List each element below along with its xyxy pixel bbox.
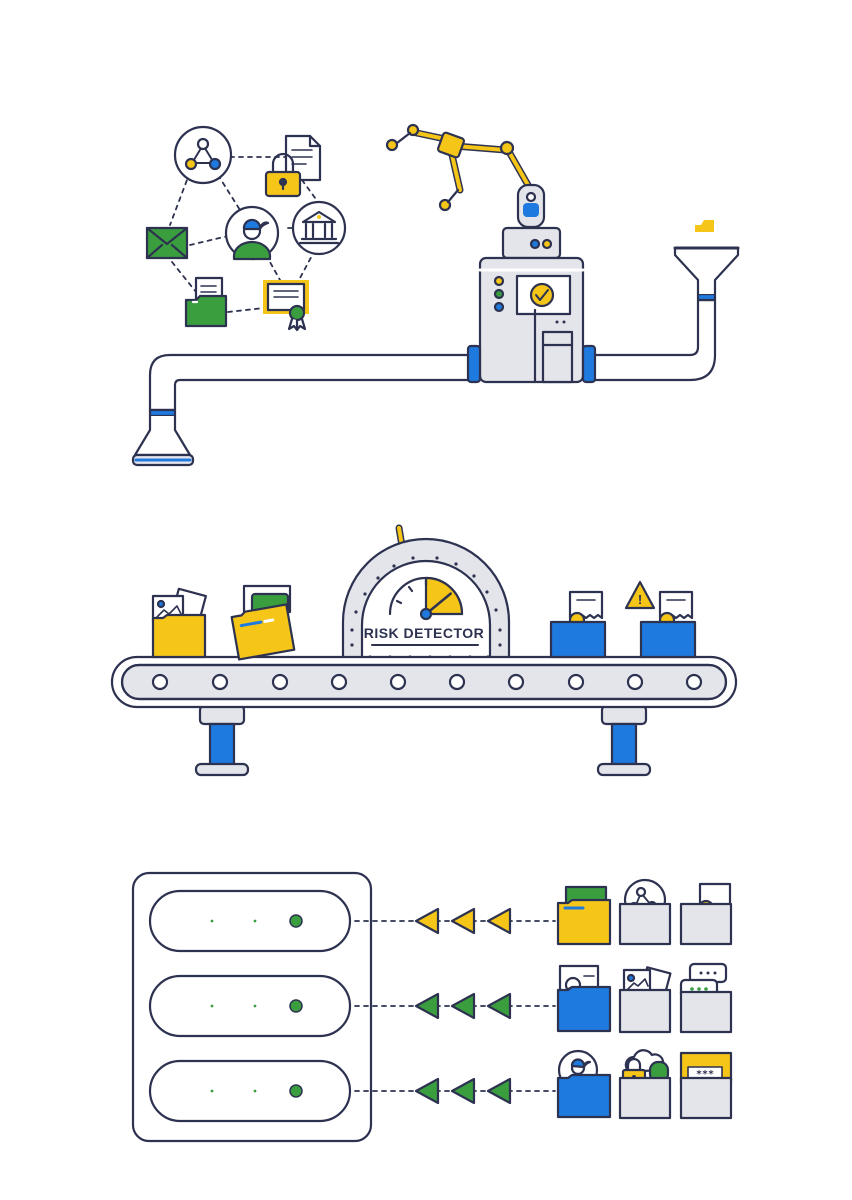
receipt-folder-icon [549,590,607,659]
bank-icon [291,200,347,256]
arrow-icon [486,992,512,1020]
arrow-icon [486,907,512,935]
password-mask: *** [696,1069,714,1080]
folder-icon [184,276,228,328]
image-folder-icon [618,966,672,1034]
certificate-icon [263,280,309,332]
arrow-icon [414,907,440,935]
incoming-folder-icon [695,220,714,232]
robot-arm [385,123,546,229]
risk-detector-scene: RISK DETECTOR [110,524,738,777]
check-icon [529,282,555,308]
share-folder-icon [618,878,672,946]
server-row-1 [148,878,733,953]
image-folder-icon [151,587,207,659]
envelope-icon [145,226,189,260]
arrow-icon [450,992,476,1020]
server-row-2 [148,962,733,1038]
arrow-icon [450,907,476,935]
arrow-icon [414,992,440,1020]
server-unit [148,1059,352,1123]
conveyor-belt [110,655,738,709]
server-row-3: *** [148,1049,733,1123]
padlock-icon [264,152,302,198]
conveyor-legs [194,704,652,777]
arrow-icon [450,1077,476,1105]
document-icon [284,134,322,182]
risk-detector-label: RISK DETECTOR [364,625,485,641]
server-storage-scene: *** [131,871,733,1143]
warning-receipt-folder-icon: ! [624,580,697,659]
server-unit [148,974,352,1038]
share-network-icon [173,125,233,185]
receipt-folder-icon [679,882,733,946]
cloud-lock-folder-icon [618,1049,672,1120]
card-folder-icon [556,885,612,946]
status-light [289,999,303,1013]
scanner-machine [466,226,597,384]
user-folder-icon [556,1049,612,1119]
password-folder-icon: *** [679,1051,733,1120]
status-light [289,914,303,928]
status-light [289,1084,303,1098]
card-folder-icon [230,584,296,661]
risk-detector: RISK DETECTOR [341,537,511,665]
arrow-icon [414,1077,440,1105]
intake-pipe [131,353,472,467]
belt-rollers [151,673,703,691]
warning-icon: ! [638,592,642,607]
server-unit [148,889,352,953]
user-avatar-icon [224,205,280,261]
data-intake-scene [131,123,740,467]
output-pipe [588,220,740,382]
chat-folder-icon [679,962,733,1034]
arrow-icon [486,1077,512,1105]
id-folder-icon [556,964,612,1033]
